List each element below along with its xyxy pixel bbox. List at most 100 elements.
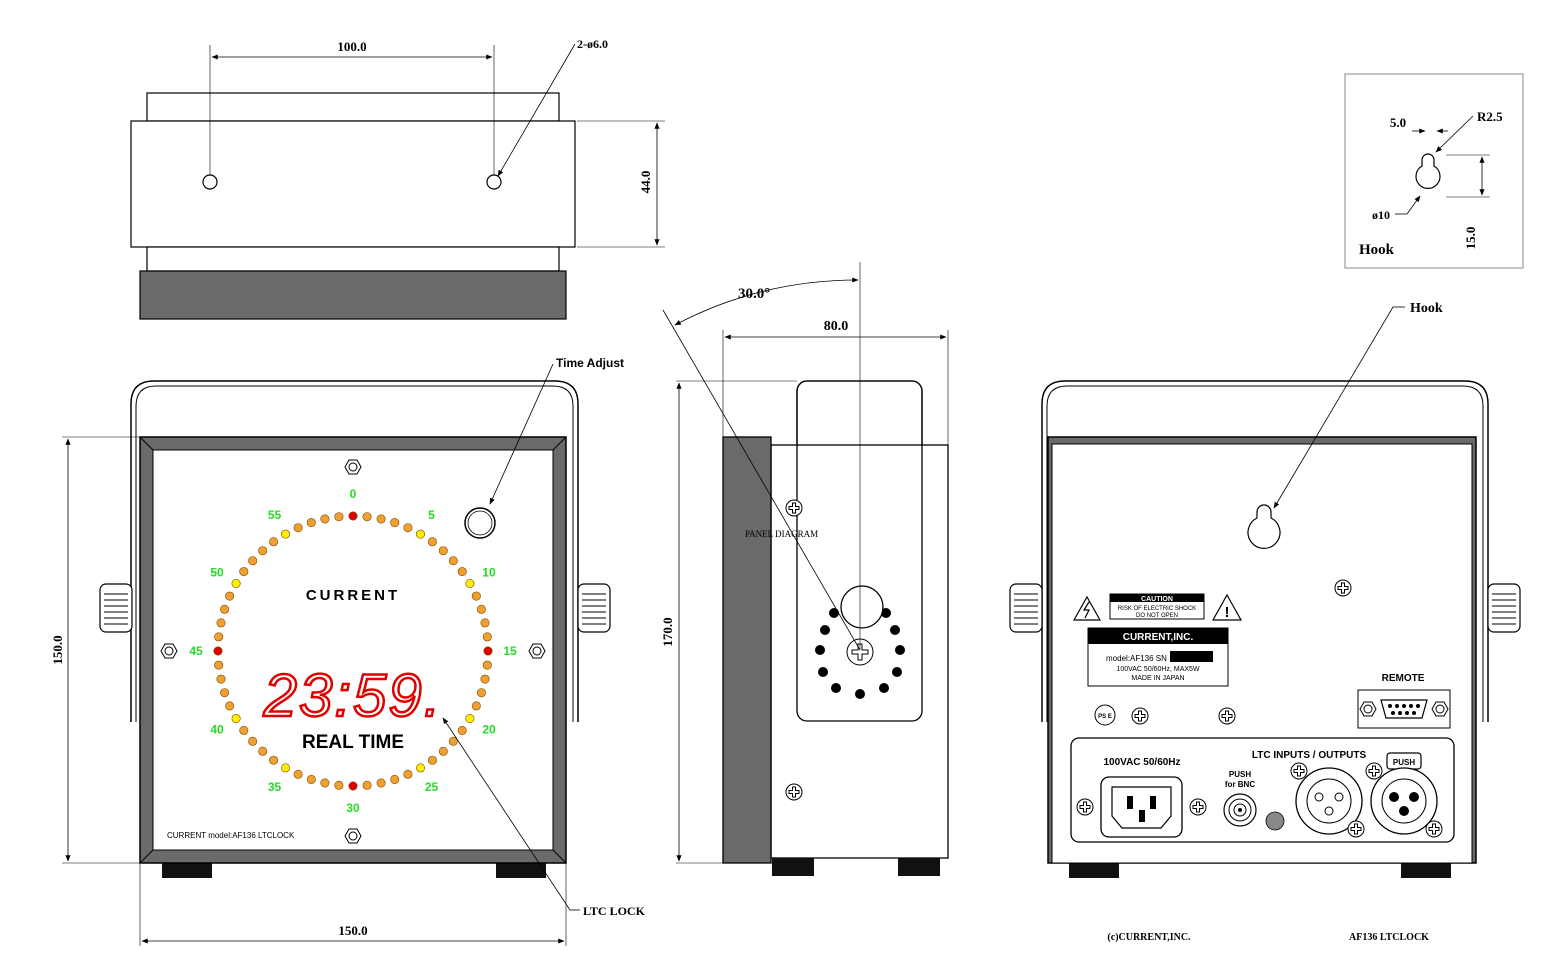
- hook-diameter: ø10: [1372, 208, 1390, 222]
- second-led: [465, 713, 475, 723]
- second-led: [280, 763, 290, 773]
- model-serial: model:AF136 SN: [1106, 654, 1167, 663]
- company-name: CURRENT,INC.: [1123, 632, 1194, 643]
- hook-dim-15: 15.0: [1463, 227, 1478, 250]
- second-led: [438, 546, 448, 556]
- second-led: [220, 688, 230, 698]
- second-led: [415, 529, 425, 539]
- caution-line1: RISK OF ELECTRIC SHOCK: [1118, 606, 1196, 612]
- second-label: 45: [189, 644, 203, 658]
- hook-dim-5: 5.0: [1390, 115, 1406, 130]
- second-led: [269, 755, 279, 765]
- second-led: [362, 780, 372, 790]
- second-label: 35: [268, 780, 282, 794]
- second-led: [482, 632, 492, 642]
- side-view: PANEL DIAGRAM 30.0° 80.0 170.0: [660, 262, 949, 876]
- power-spec: 100VAC 50/60Hz, MAX5W: [1116, 666, 1200, 673]
- second-led: [457, 725, 467, 735]
- time-adjust-button[interactable]: [464, 507, 496, 539]
- second-led: [225, 591, 235, 601]
- power-input-label: 100VAC 50/60Hz: [1103, 757, 1180, 768]
- back-handle: [1041, 380, 1489, 722]
- caution-title: CAUTION: [1141, 596, 1173, 603]
- second-led: [390, 518, 400, 528]
- second-led: [231, 713, 241, 723]
- second-led: [213, 646, 223, 656]
- second-led: [427, 537, 437, 547]
- second-led: [415, 763, 425, 773]
- second-led: [448, 736, 458, 746]
- second-led: [403, 523, 413, 533]
- second-led: [320, 778, 330, 788]
- second-led: [483, 646, 493, 656]
- front-right-knob: [577, 583, 611, 633]
- second-led: [225, 701, 235, 711]
- lock-led: [1265, 811, 1285, 831]
- second-led: [231, 578, 241, 588]
- second-led: [334, 512, 344, 522]
- time-adjust-callout: Time Adjust: [556, 356, 624, 370]
- push-bnc-line2: for BNC: [1225, 780, 1255, 789]
- back-keyhole: [1247, 504, 1281, 549]
- second-led: [376, 778, 386, 788]
- second-led: [248, 736, 258, 746]
- second-label: 40: [210, 723, 224, 737]
- brand-label: CURRENT: [306, 587, 400, 604]
- second-led: [348, 511, 358, 521]
- second-led: [362, 512, 372, 522]
- second-led: [448, 556, 458, 566]
- top-width-dimension: 100.0: [337, 39, 366, 54]
- hook-radius: R2.5: [1477, 109, 1503, 124]
- second-led: [480, 674, 490, 684]
- angle-dimension: 30.0°: [738, 286, 770, 302]
- second-led: [293, 769, 303, 779]
- second-led: [220, 604, 230, 614]
- second-label: 25: [425, 780, 439, 794]
- real-time-label: REAL TIME: [302, 732, 404, 753]
- front-width-dimension: 150.0: [338, 923, 367, 938]
- second-label: 30: [346, 801, 360, 815]
- second-led: [457, 567, 467, 577]
- panel-diagram-label: PANEL DIAGRAM: [745, 529, 818, 539]
- second-led: [348, 781, 358, 791]
- time-digits: 23:59.: [263, 662, 443, 729]
- second-led: [269, 537, 279, 547]
- second-led: [306, 774, 316, 784]
- second-led: [216, 618, 226, 628]
- seconds-led-ring: [213, 511, 493, 791]
- depth-dimension: 80.0: [824, 319, 849, 334]
- caution-line2: DO NOT OPEN: [1136, 613, 1178, 619]
- mount-hole-right: [486, 174, 502, 190]
- second-led: [471, 591, 481, 601]
- front-height-dimension: 150.0: [50, 635, 65, 664]
- second-led: [214, 632, 224, 642]
- second-led: [214, 660, 224, 670]
- second-label: 0: [350, 487, 357, 501]
- second-led: [476, 604, 486, 614]
- second-led: [334, 780, 344, 790]
- front-left-knob: [99, 583, 133, 633]
- second-led: [293, 523, 303, 533]
- second-led: [476, 688, 486, 698]
- made-in: MADE IN JAPAN: [1131, 675, 1184, 682]
- pse-mark: [1094, 704, 1116, 726]
- svg-text:!: !: [1225, 604, 1230, 621]
- second-led: [465, 578, 475, 588]
- back-hook-callout: Hook: [1410, 301, 1443, 316]
- back-right-knob: [1487, 583, 1521, 633]
- push-bnc-line1: PUSH: [1229, 770, 1251, 779]
- mount-hole-left: [202, 174, 218, 190]
- second-label: 10: [482, 566, 496, 580]
- second-led: [258, 546, 268, 556]
- front-handle: [130, 380, 579, 722]
- copyright: (c)CURRENT,INC.: [1107, 932, 1191, 943]
- second-label: 20: [482, 723, 496, 737]
- second-label: 15: [503, 644, 517, 658]
- remote-label: REMOTE: [1382, 673, 1425, 684]
- second-label: 55: [268, 508, 282, 522]
- side-front-bezel: [722, 436, 772, 864]
- second-led: [376, 514, 386, 524]
